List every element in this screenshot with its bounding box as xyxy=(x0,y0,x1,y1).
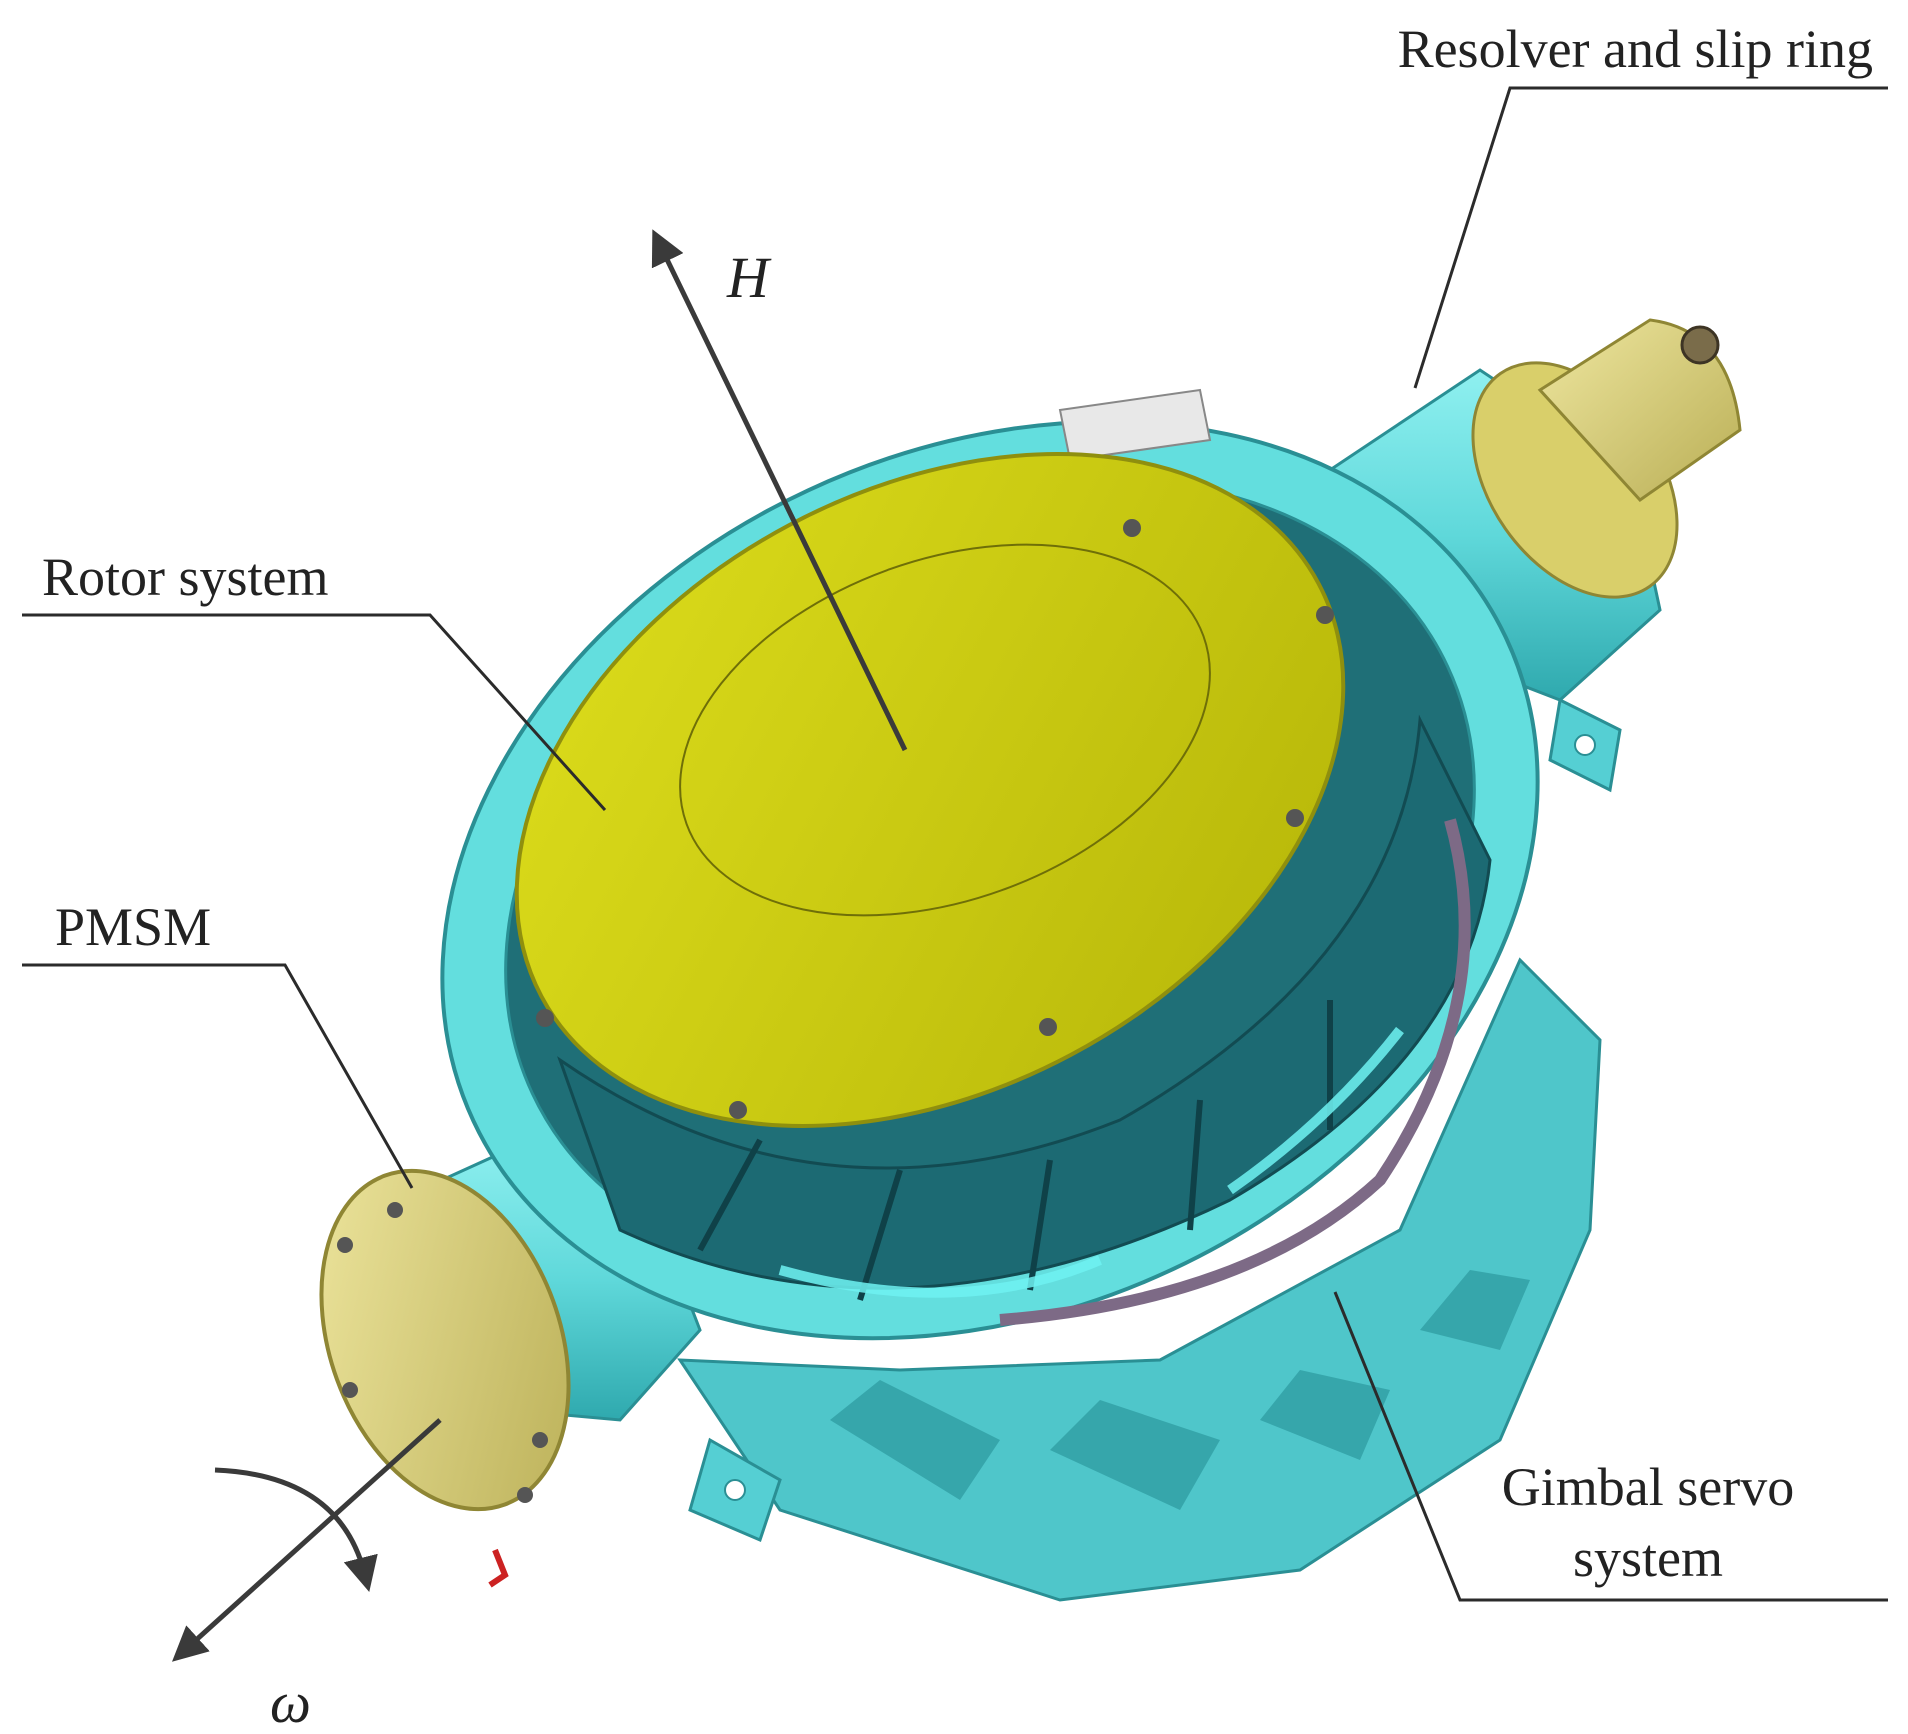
symbol-omega: ω xyxy=(270,1670,311,1734)
gimbal-base xyxy=(677,697,1622,1602)
angular-momentum-axis xyxy=(651,229,908,752)
gimbal-rate-axis xyxy=(172,1418,442,1662)
leader-resolver xyxy=(1413,86,1888,389)
label-gimbal-line2: system xyxy=(1573,1528,1723,1588)
label-resolver: Resolver and slip ring xyxy=(1398,19,1873,79)
symbol-h: H xyxy=(726,245,772,310)
label-pmsm: PMSM xyxy=(55,897,211,957)
leader-rotor xyxy=(22,613,607,812)
label-rotor: Rotor system xyxy=(42,547,329,607)
rotor-lid xyxy=(514,452,1346,1128)
leader-gimbal xyxy=(1333,1291,1888,1602)
rotor-body xyxy=(557,714,1492,1326)
label-gimbal-line1: Gimbal servo xyxy=(1502,1457,1794,1517)
leader-lines xyxy=(22,86,1888,1602)
leader-pmsm xyxy=(22,963,414,1189)
